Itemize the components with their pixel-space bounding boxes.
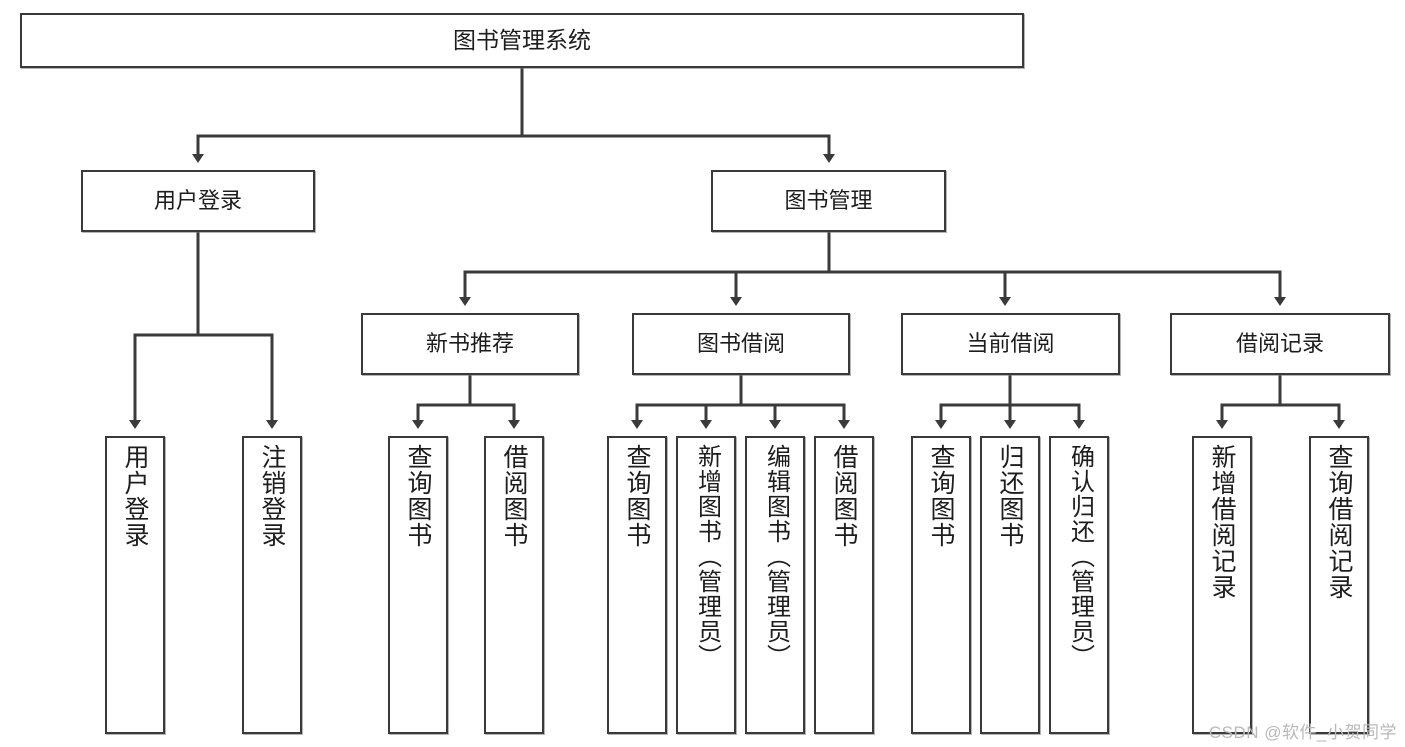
node-leaf-add-book[interactable]: 新增图书（管理员） — [676, 436, 736, 734]
node-book-borrow[interactable]: 图书借阅 — [632, 313, 850, 375]
node-leaf-query-record[interactable]: 查询借阅记录 — [1309, 436, 1369, 734]
node-leaf-borrow-book-2-label: 借阅图书 — [830, 444, 858, 548]
node-leaf-user-logout-label: 注销登录 — [258, 444, 286, 548]
node-leaf-query-record-label: 查询借阅记录 — [1325, 444, 1353, 600]
node-leaf-return-book[interactable]: 归还图书 — [980, 436, 1040, 734]
node-user-login[interactable]: 用户登录 — [81, 170, 315, 232]
node-borrow-record[interactable]: 借阅记录 — [1170, 313, 1390, 375]
node-leaf-borrow-book-1[interactable]: 借阅图书 — [484, 436, 544, 734]
node-current-borrow[interactable]: 当前借阅 — [901, 313, 1120, 375]
node-book-manage[interactable]: 图书管理 — [711, 170, 946, 232]
node-leaf-edit-book[interactable]: 编辑图书（管理员） — [745, 436, 805, 734]
node-root[interactable]: 图书管理系统 — [20, 13, 1024, 68]
node-leaf-edit-book-label: 编辑图书（管理员） — [762, 444, 790, 669]
node-leaf-add-record-label: 新增借阅记录 — [1208, 444, 1236, 600]
node-leaf-borrow-book-1-label: 借阅图书 — [500, 444, 528, 548]
node-book-borrow-label: 图书借阅 — [696, 331, 785, 357]
node-leaf-add-book-label: 新增图书（管理员） — [693, 444, 721, 669]
node-leaf-confirm-return-label: 确认归还（管理员） — [1066, 444, 1094, 669]
node-new-book-recommend[interactable]: 新书推荐 — [361, 313, 579, 375]
node-user-login-label: 用户登录 — [153, 188, 242, 214]
node-leaf-query-book-3[interactable]: 查询图书 — [911, 436, 971, 734]
node-leaf-user-login-label: 用户登录 — [121, 444, 149, 548]
node-leaf-query-book-2[interactable]: 查询图书 — [607, 436, 667, 734]
node-borrow-record-label: 借阅记录 — [1235, 331, 1324, 357]
node-leaf-query-book-3-label: 查询图书 — [927, 444, 955, 548]
node-book-manage-label: 图书管理 — [784, 188, 873, 214]
node-leaf-user-logout[interactable]: 注销登录 — [242, 436, 302, 734]
node-leaf-user-login[interactable]: 用户登录 — [105, 436, 165, 734]
node-leaf-confirm-return[interactable]: 确认归还（管理员） — [1049, 436, 1109, 734]
node-leaf-query-book-1-label: 查询图书 — [404, 444, 432, 548]
node-new-book-recommend-label: 新书推荐 — [425, 331, 514, 357]
csdn-watermark: CSDN @软件_小贺同学 — [1208, 723, 1397, 742]
node-leaf-borrow-book-2[interactable]: 借阅图书 — [814, 436, 874, 734]
node-leaf-query-book-2-label: 查询图书 — [623, 444, 651, 548]
node-root-label: 图书管理系统 — [453, 27, 591, 54]
node-leaf-add-record[interactable]: 新增借阅记录 — [1192, 436, 1252, 734]
node-current-borrow-label: 当前借阅 — [966, 331, 1055, 357]
node-leaf-return-book-label: 归还图书 — [996, 444, 1024, 548]
node-leaf-query-book-1[interactable]: 查询图书 — [388, 436, 448, 734]
